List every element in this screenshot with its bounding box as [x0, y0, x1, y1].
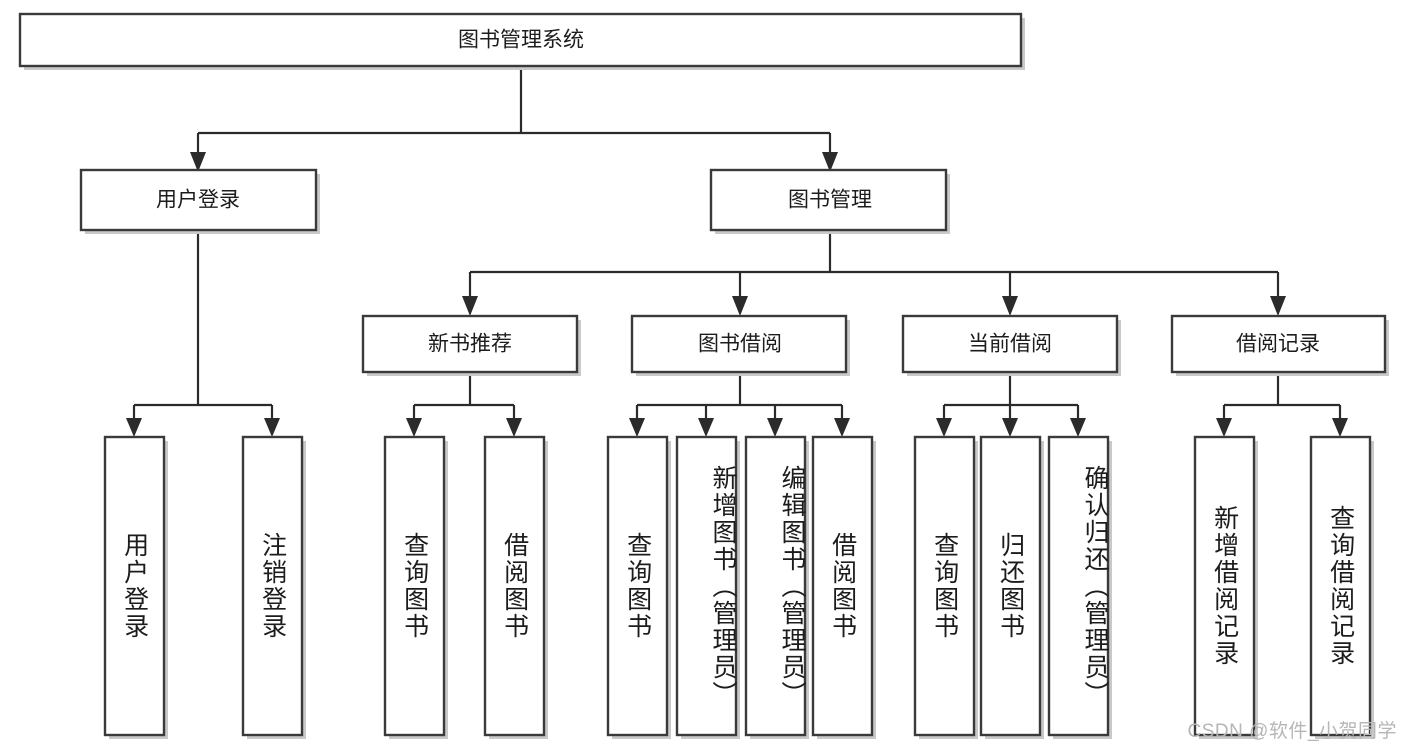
leaf-user-login-1-box[interactable] — [103, 435, 166, 737]
node-borrow-record-label: 借阅记录 — [1236, 333, 1320, 356]
arrow-leaf-bookborrow-1 — [629, 418, 645, 437]
arrow-to-book-borrow — [732, 296, 748, 316]
node-layer: 图书管理系统 用户登录 图书管理 新书推荐 图书借阅 当前借阅 借阅记录 — [18, 12, 1389, 739]
node-book-borrow-box[interactable] — [630, 314, 848, 374]
leaf-borrow-record-2-box[interactable] — [1309, 435, 1372, 737]
leaf-new-book-1-box[interactable] — [383, 435, 446, 737]
leaf-borrow-record-1-box[interactable] — [1193, 435, 1256, 737]
node-new-book-label: 新书推荐 — [428, 333, 512, 356]
arrow-leaf-newbook-1 — [406, 418, 422, 437]
arrow-to-new-book — [462, 296, 478, 316]
leaf-book-borrow-4-box[interactable] — [811, 435, 874, 737]
arrow-leaf-bookborrow-3 — [767, 418, 783, 437]
arrow-leaf-bookborrow-2 — [698, 418, 714, 437]
leaf-user-login-2-box[interactable] — [241, 435, 304, 737]
node-borrow-record-box[interactable] — [1170, 314, 1387, 374]
arrow-leaf-user-login-1 — [126, 418, 142, 437]
arrow-to-borrow-record — [1270, 296, 1286, 316]
arrow-leaf-currentborrow-3 — [1070, 418, 1086, 437]
root-node-label: 图书管理系统 — [458, 29, 584, 52]
node-book-manage-box[interactable] — [709, 168, 948, 232]
leaf-new-book-2-box[interactable] — [483, 435, 546, 737]
leaf-current-borrow-2-box[interactable] — [979, 435, 1042, 737]
arrow-leaf-currentborrow-2 — [1002, 418, 1018, 437]
leaf-book-borrow-3-box[interactable] — [744, 435, 807, 737]
node-user-login-box[interactable] — [79, 168, 318, 232]
leaf-book-borrow-1-box[interactable] — [606, 435, 669, 737]
node-current-borrow-box[interactable] — [901, 314, 1119, 374]
watermark-text: CSDN @软件_小贺同学 — [1187, 721, 1397, 742]
arrow-leaf-currentborrow-1 — [936, 418, 952, 437]
node-current-borrow-label: 当前借阅 — [968, 333, 1052, 356]
arrow-leaf-bookborrow-4 — [834, 418, 850, 437]
connector-layer — [126, 66, 1348, 437]
node-book-borrow-label: 图书借阅 — [698, 333, 782, 356]
leaf-current-borrow-3-box[interactable] — [1047, 435, 1110, 737]
arrow-leaf-borrowrecord-2 — [1332, 418, 1348, 437]
leaf-book-borrow-2-box[interactable] — [675, 435, 738, 737]
arrow-leaf-user-login-2 — [264, 418, 280, 437]
node-new-book-box[interactable] — [361, 314, 579, 374]
root-node-box[interactable] — [18, 12, 1023, 68]
arrow-to-user-login — [190, 152, 206, 172]
node-user-login-label: 用户登录 — [156, 189, 240, 212]
arrow-leaf-borrowrecord-1 — [1216, 418, 1232, 437]
arrow-leaf-newbook-2 — [506, 418, 522, 437]
arrow-to-current-borrow — [1002, 296, 1018, 316]
leaf-current-borrow-1-box[interactable] — [913, 435, 976, 737]
node-book-manage-label: 图书管理 — [788, 189, 872, 212]
arrow-to-book-manage — [822, 152, 838, 172]
